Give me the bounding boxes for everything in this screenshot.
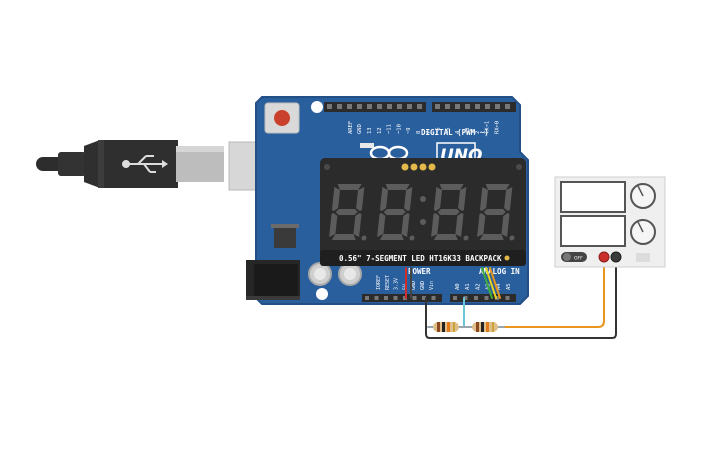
analog-header	[450, 294, 516, 302]
power-switch[interactable]: OFF	[561, 252, 587, 262]
seven-segment-digit	[431, 184, 469, 241]
header-pin[interactable]	[505, 296, 510, 300]
pin-label: 2	[475, 131, 481, 134]
pin-label: Vin	[429, 281, 435, 290]
header-pin[interactable]	[384, 296, 388, 300]
header-pin[interactable]	[475, 104, 480, 109]
current-knob[interactable]	[630, 219, 656, 245]
header-pin[interactable]	[357, 104, 362, 109]
analog-label: ANALOG IN	[479, 267, 520, 276]
pin-label-gnd: GND	[357, 124, 363, 134]
pin-label: A2	[475, 283, 481, 290]
header-pin[interactable]	[347, 104, 352, 109]
digital-label: DIGITAL (PWM ~)	[421, 128, 489, 137]
pin-label: 12	[377, 127, 383, 134]
pin-label: RESET	[385, 275, 391, 290]
header-pin[interactable]	[327, 104, 332, 109]
pin-label: A0	[455, 283, 461, 290]
pin-label: TX→1	[485, 121, 491, 134]
colon-dot	[420, 196, 426, 202]
seven-segment-digit	[477, 184, 515, 241]
negative-terminal[interactable]	[610, 251, 622, 263]
header-pin[interactable]	[463, 296, 468, 300]
wire-sda[interactable]	[481, 267, 493, 299]
reset-button[interactable]	[264, 102, 300, 134]
resistor-2[interactable]	[472, 322, 498, 332]
header-pin[interactable]	[337, 104, 342, 109]
pin-label: ~3	[465, 127, 471, 134]
header-pin[interactable]	[417, 104, 422, 109]
pin-label: ~5	[445, 127, 451, 134]
positive-terminal[interactable]	[598, 251, 610, 263]
usb-cable[interactable]	[36, 140, 224, 188]
pin-label: 3.3V	[394, 278, 400, 290]
header-pin[interactable]	[365, 296, 369, 300]
header-pin[interactable]	[367, 104, 372, 109]
svg-text:OFF: OFF	[574, 256, 583, 262]
power-label: POWER	[408, 267, 431, 276]
header-pin[interactable]	[377, 104, 382, 109]
header-pin[interactable]	[455, 104, 460, 109]
header-pin[interactable]	[387, 104, 392, 109]
power-header	[362, 294, 442, 302]
pin-label: 7	[426, 131, 432, 134]
colon-dot	[420, 219, 426, 225]
pin-label: GND	[411, 281, 417, 290]
header-pin[interactable]	[445, 104, 450, 109]
header-pin[interactable]	[465, 104, 470, 109]
header-pin[interactable]	[484, 296, 489, 300]
header-pin[interactable]	[422, 296, 426, 300]
seven-segment-digit	[377, 184, 415, 241]
i2c-header	[401, 163, 436, 171]
pin-label: IOREF	[376, 275, 382, 290]
voltage-knob[interactable]	[630, 183, 656, 209]
pin-label-aref: AREF	[348, 121, 354, 134]
header-pin[interactable]	[453, 296, 457, 300]
voltage-regulator	[274, 228, 296, 248]
header-pin[interactable]	[435, 104, 440, 109]
wire-orange-supply[interactable]	[503, 257, 605, 328]
pin-label: ~6	[436, 127, 442, 134]
dc-power-jack	[246, 260, 300, 300]
header-pin[interactable]	[485, 104, 490, 109]
pin-label: 4	[455, 130, 461, 134]
voltage-readout	[560, 181, 626, 213]
wire-scl[interactable]	[485, 267, 497, 299]
header-pin[interactable]	[374, 296, 379, 300]
pin-label: ~10	[396, 124, 402, 134]
usb-icon	[122, 155, 168, 173]
pin-label: 8	[416, 131, 422, 134]
pin-label: ~9	[406, 127, 412, 134]
pin-label: GND	[420, 281, 426, 290]
wire-black-supply[interactable]	[425, 257, 617, 339]
resistor-1[interactable]	[433, 322, 459, 332]
header-pin[interactable]	[393, 296, 398, 300]
header-pin[interactable]	[397, 104, 402, 109]
header-pin[interactable]	[431, 296, 436, 300]
header-pin[interactable]	[495, 104, 500, 109]
pin-label: RX←0	[494, 121, 500, 134]
pin-label: A5	[506, 283, 512, 290]
wires	[405, 257, 617, 339]
pin-label: 13	[367, 127, 373, 134]
header-pin[interactable]	[407, 104, 412, 109]
current-readout	[560, 215, 626, 247]
pin-label: ~11	[387, 124, 393, 134]
power-supply[interactable]: OFF	[554, 176, 666, 268]
header-pin[interactable]	[474, 296, 478, 300]
backpack-label: 0.56" 7-SEGMENT LED HT16K33 BACKPACK	[339, 254, 502, 263]
pin-label: A4	[496, 283, 502, 290]
header-pin[interactable]	[412, 296, 417, 300]
digital-header	[324, 102, 426, 112]
header-pin[interactable]	[505, 104, 510, 109]
seven-segment-digit	[329, 184, 367, 241]
seven-segment-display[interactable]: 0.56" 7-SEGMENT LED HT16K33 BACKPACK	[320, 158, 526, 266]
pin-label: A1	[465, 283, 471, 290]
